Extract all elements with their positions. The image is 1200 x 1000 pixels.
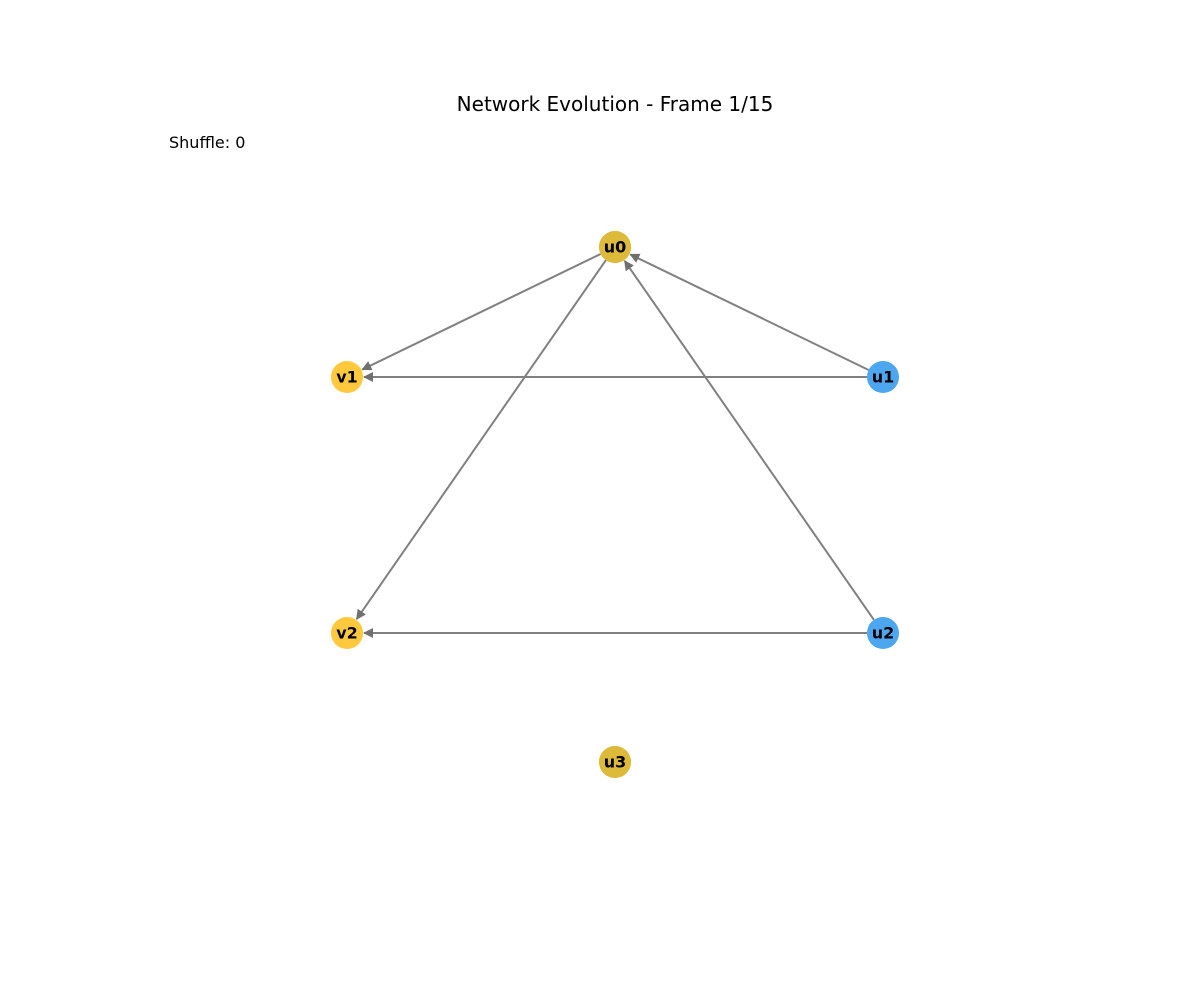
edge-u0-v2 — [355, 259, 607, 620]
node-circle-v1[interactable] — [331, 361, 363, 393]
node-u1[interactable]: u1 — [867, 361, 899, 393]
node-label-u2: u2 — [872, 624, 895, 643]
edge-u0-v1 — [361, 253, 602, 371]
node-label-u3: u3 — [604, 753, 627, 772]
node-v1[interactable]: v1 — [331, 361, 363, 393]
node-label-u0: u0 — [604, 238, 627, 257]
shuffle-counter: Shuffle: 0 — [169, 133, 246, 152]
node-circle-u0[interactable] — [599, 231, 631, 263]
edge-layer — [355, 253, 875, 638]
node-label-u1: u1 — [872, 368, 895, 387]
node-label-v1: v1 — [336, 368, 358, 387]
node-label-v2: v2 — [336, 624, 358, 643]
node-circle-u2[interactable] — [867, 617, 899, 649]
node-u3[interactable]: u3 — [599, 746, 631, 778]
node-circle-u3[interactable] — [599, 746, 631, 778]
node-u2[interactable]: u2 — [867, 617, 899, 649]
chart-title: Network Evolution - Frame 1/15 — [456, 92, 774, 116]
edge-u2-v0 — [623, 260, 875, 621]
edge-u1-v0 — [629, 253, 870, 371]
node-u0[interactable]: u0 — [599, 231, 631, 263]
node-circle-v2[interactable] — [331, 617, 363, 649]
node-v2[interactable]: v2 — [331, 617, 363, 649]
node-circle-u1[interactable] — [867, 361, 899, 393]
node-layer: v0u0v1u1v2u2v3u3 — [331, 231, 899, 778]
